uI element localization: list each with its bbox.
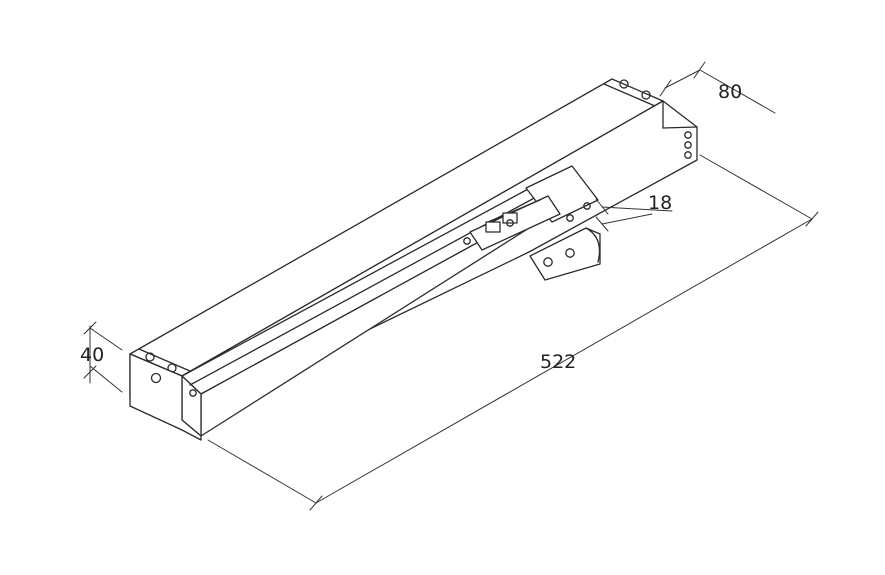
dimension-height [83,321,123,393]
screw-icon [506,219,514,227]
screw-icon [189,389,197,397]
mounting-hole-icon [150,372,162,384]
rear-end-cap [603,79,656,107]
mounting-hole-icon [619,79,629,89]
dimension-length [207,154,819,511]
chain-rail [181,187,549,437]
height-dimension-label: 40 [80,344,104,366]
screw-icon [684,141,692,149]
screw-icon [463,237,471,245]
screw-icon [684,131,692,139]
dimension-width [659,61,776,114]
screw-icon [684,151,692,159]
screw-icon [583,202,591,210]
screw-icon [565,248,575,258]
screw-icon [566,214,574,222]
dimension-bracket [595,198,673,232]
mounting-hole-icon [641,90,651,100]
front-end-face [129,353,202,441]
length-dimension-label: 522 [540,351,576,373]
window-bracket [529,227,601,281]
chain-guide [463,165,599,251]
screw-icon [543,257,553,267]
width-dimension-label: 80 [718,81,742,103]
mounting-hole-icon [145,352,155,362]
bracket-dimension-label: 18 [648,192,672,214]
